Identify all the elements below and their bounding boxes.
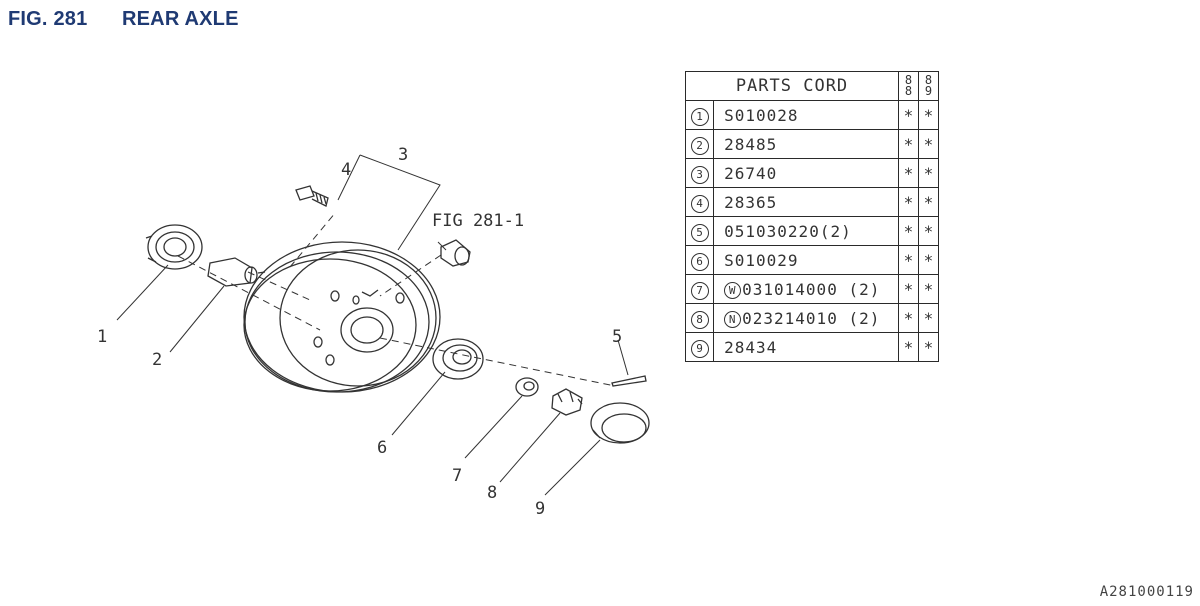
part-code: 28365 [713,187,899,217]
part-code: 051030220(2) [713,216,899,246]
mark-89: * [918,216,939,246]
mark-88: * [898,129,919,159]
row-number: 9 [684,332,715,362]
mark-89: * [918,245,939,275]
spacer-part-2 [207,257,266,287]
mark-88: * [898,100,919,130]
part-code: S010029 [713,245,899,275]
mark-89: * [918,332,939,362]
row-number: 7 [684,274,715,304]
mark-89: * [918,274,939,304]
mark-88: * [898,332,919,362]
dashed-line-fig-ref [379,254,442,297]
figure-header: FIG. 281 REAR AXLE [8,6,239,32]
callout-2: 2 [152,350,162,370]
part-code: S010028 [713,100,899,130]
cotter-pin-part-5 [611,375,647,387]
dashed-line-axis [379,337,616,387]
leader-2 [169,285,225,353]
mark-88: * [898,187,919,217]
callout-7: 7 [452,466,462,486]
mark-88: * [898,303,919,333]
mark-88: * [898,158,919,188]
nut-prefix-icon: N [724,310,742,328]
bearing-outer-part-6 [432,338,484,380]
leader-fig-ref [437,241,447,251]
table-row: 4 28365 * * [684,187,939,217]
mark-88: * [898,245,919,275]
figure-number: FIG. 281 [8,7,88,30]
sub-figure-ref: FIG 281-1 [432,211,524,231]
callout-1: 1 [97,327,107,347]
parts-table-title: PARTS CORD [685,71,899,101]
row-number: 6 [684,245,715,275]
dashed-line-bearing-to-drum [177,255,321,331]
leader-7 [464,395,523,459]
leader-8 [499,412,561,483]
leader-5 [617,339,629,376]
mark-89: * [918,187,939,217]
part-code: 26740 [713,158,899,188]
table-row: 5 051030220(2) * * [684,216,939,246]
table-row: 3 26740 * * [684,158,939,188]
callout-3: 3 [398,145,408,165]
part-code: 28434 [713,332,899,362]
callout-4: 4 [341,160,351,180]
castle-nut-part-8 [551,388,583,416]
hub-bolt-part-4 [295,185,329,207]
fig-281-1-part [440,239,471,267]
figure-title: REAR AXLE [122,7,239,30]
leader-3b [337,154,361,201]
callout-6: 6 [377,438,387,458]
row-number: 4 [684,187,715,217]
row-number: 8 [684,303,715,333]
washer-part-7 [515,377,539,397]
leader-6 [391,371,446,436]
brake-drum-part-3 [243,241,441,393]
leader-3 [359,154,441,251]
grease-cap-part-9 [590,402,650,444]
mark-89: * [918,303,939,333]
mark-88: * [898,216,919,246]
table-row: 9 28434 * * [684,332,939,362]
row-number: 5 [684,216,715,246]
callout-9: 9 [535,499,545,519]
callout-8: 8 [487,483,497,503]
mark-89: * [918,158,939,188]
mark-89: * [918,129,939,159]
leader-1 [116,264,169,321]
row-number: 1 [684,100,715,130]
part-code: 28485 [713,129,899,159]
callout-5: 5 [612,327,622,347]
row-number: 2 [684,129,715,159]
leader-9 [544,439,601,496]
row-number: 3 [684,158,715,188]
table-row: 1 S010028 * * [684,100,939,130]
table-row: 6 S010029 * * [684,245,939,275]
mark-89: * [918,100,939,130]
washer-prefix-icon: W [724,281,742,299]
table-row: 2 28485 * * [684,129,939,159]
bearing-inner-part-1 [145,224,203,270]
drawing-reference-code: A281000119 [1099,584,1194,600]
mark-88: * [898,274,919,304]
